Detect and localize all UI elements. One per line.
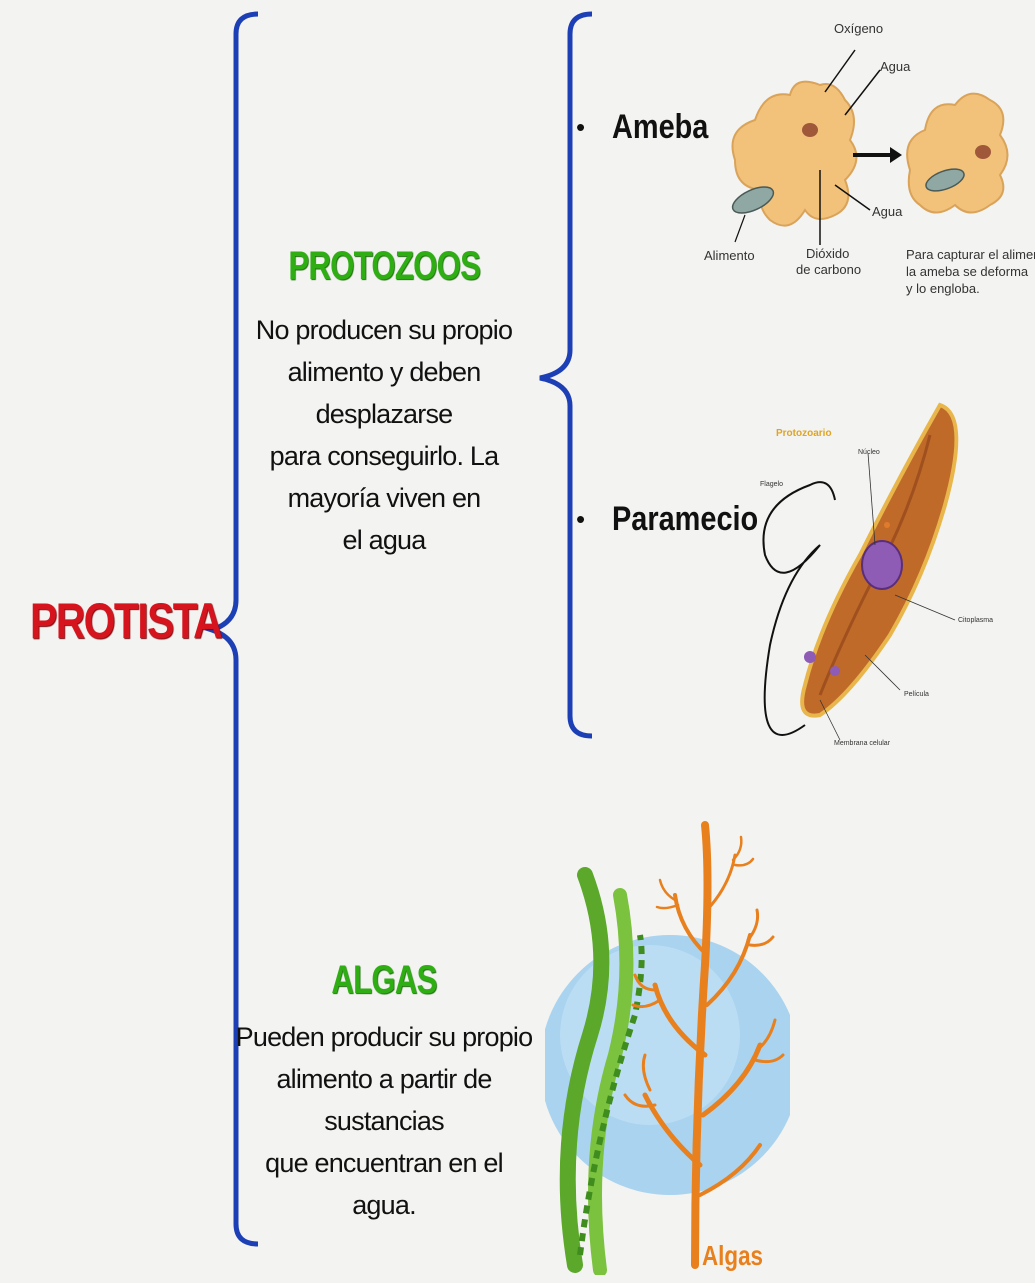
arrow <box>845 70 880 115</box>
algas-figure-label: Algas <box>702 1240 763 1272</box>
arrow <box>825 50 855 92</box>
desc-line: para conseguirlo. La <box>234 435 534 477</box>
algas-illustration <box>545 815 790 1275</box>
label-nucleo: Núcleo <box>858 449 880 456</box>
organelle <box>884 522 890 528</box>
ameba-nucleus-2 <box>975 145 991 159</box>
label-alimento: Alimento <box>704 249 755 263</box>
bullet-icon: • <box>576 112 585 143</box>
label-oxigeno: Oxígeno <box>834 22 883 36</box>
caption-line: Para capturar el alimento <box>906 248 1035 262</box>
caption-line: la ameba se deforma <box>906 265 1028 279</box>
vacuole <box>830 666 840 676</box>
caption-line: y lo engloba. <box>906 282 980 296</box>
arrow-head-icon <box>890 147 902 163</box>
desc-line: alimento a partir de sustancias <box>234 1058 534 1142</box>
paramecio-illustration <box>750 395 1010 760</box>
main-title: PROTISTA <box>30 592 169 650</box>
desc-line: mayoría viven en <box>234 477 534 519</box>
paramecio-figure-title: Protozoario <box>776 428 832 439</box>
desc-line: No producen su propio <box>234 309 534 351</box>
desc-line: el agua <box>234 519 534 561</box>
label-flagelo: Flagelo <box>760 481 783 488</box>
desc-line: Pueden producir su propio <box>234 1016 534 1058</box>
label-pelicula: Película <box>904 691 929 698</box>
algas-description: Pueden producir su propio alimento a par… <box>234 1016 534 1226</box>
label-agua: Agua <box>880 60 910 74</box>
pointer-line <box>735 215 745 242</box>
protozoos-description: No producen su propio alimento y deben d… <box>234 309 534 561</box>
pointer-line <box>865 655 900 690</box>
label-dioxido: de carbono <box>796 263 861 277</box>
ameba-nucleus <box>802 123 818 137</box>
item-ameba: Ameba <box>612 108 708 147</box>
desc-line: alimento y deben desplazarse <box>234 351 534 435</box>
nucleus <box>862 541 902 589</box>
label-agua: Agua <box>872 205 902 219</box>
vacuole <box>804 651 816 663</box>
algas-title: ALGAS <box>306 958 462 1003</box>
ameba-body-2 <box>907 94 1007 213</box>
desc-line: que encuentran en el agua. <box>234 1142 534 1226</box>
label-dioxido: Dióxido <box>806 247 849 261</box>
label-citoplasma: Citoplasma <box>958 617 993 624</box>
item-paramecio: Paramecio <box>612 500 758 539</box>
bullet-icon: • <box>576 504 585 535</box>
protozoos-title: PROTOZOOS <box>288 244 475 289</box>
label-membrana: Membrana celular <box>834 740 890 747</box>
